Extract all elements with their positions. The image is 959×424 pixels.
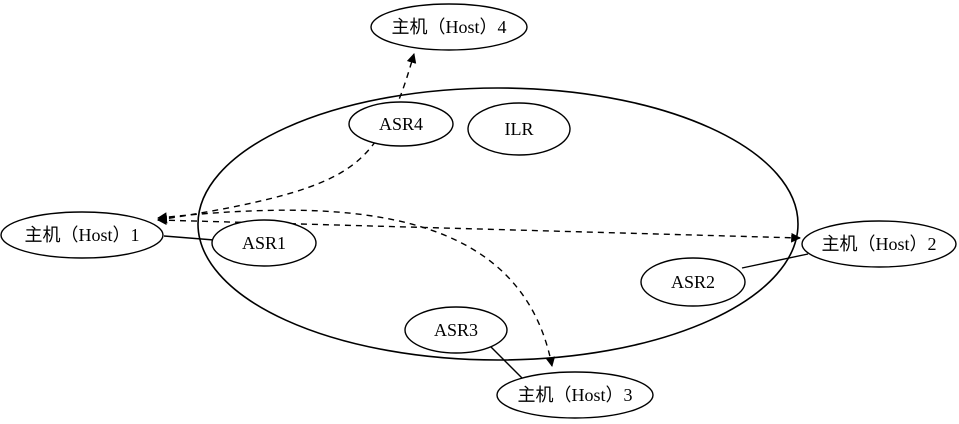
asr2-label: ASR2 xyxy=(671,272,715,292)
host-3-node: 主机（Host）3 xyxy=(497,372,653,418)
host-4-label: 主机（Host）4 xyxy=(391,17,506,37)
host-4-node: 主机（Host）4 xyxy=(371,4,527,50)
host-2-label: 主机（Host）2 xyxy=(821,234,936,254)
asr2-node: ASR2 xyxy=(641,258,745,306)
asr3-node: ASR3 xyxy=(405,307,507,353)
asr1-label: ASR1 xyxy=(242,233,286,253)
link-host1-asr1 xyxy=(164,236,214,240)
host-1-label: 主机（Host）1 xyxy=(24,225,139,245)
host-2-node: 主机（Host）2 xyxy=(802,221,956,267)
asr1-node: ASR1 xyxy=(212,220,316,266)
asr4-label: ASR4 xyxy=(379,114,423,134)
ilr-label: ILR xyxy=(505,119,534,139)
host-3-label: 主机（Host）3 xyxy=(517,385,632,405)
host-1-node: 主机（Host）1 xyxy=(1,212,163,258)
asr3-label: ASR3 xyxy=(434,320,478,340)
asr4-node: ASR4 xyxy=(349,102,453,146)
link-asr2-host2 xyxy=(742,254,808,268)
link-asr3-host3 xyxy=(489,345,522,378)
ilr-node: ILR xyxy=(468,103,570,155)
